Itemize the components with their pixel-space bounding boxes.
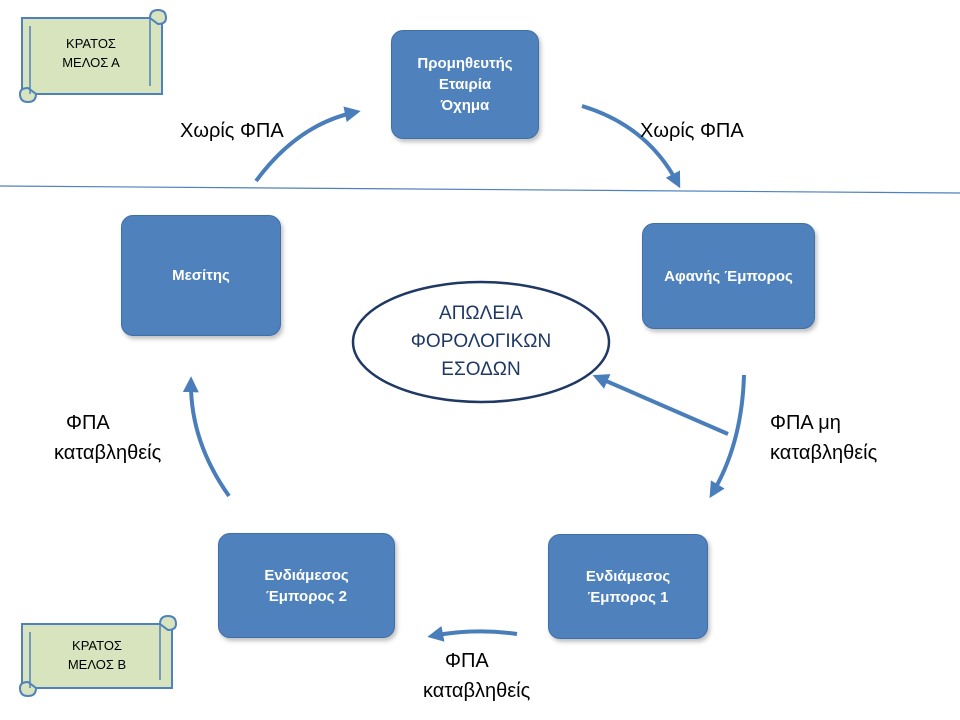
flow-label-buffer1-line2: καταβληθείς [423, 680, 531, 702]
flow-label-missing-trader-to-buffer1: ΦΠΑ μη καταβληθείς [770, 408, 877, 468]
flow-label-supplier-to-missing-trader: Χωρίς ΦΠΑ [640, 120, 744, 142]
member-state-a-line1: ΚΡΑΤΟΣ [66, 36, 116, 51]
missing-trader-label: Αφανής Έμπορος [664, 267, 793, 285]
member-state-a-label: ΚΡΑΤΟΣ ΜΕΛΟΣ Α [32, 34, 150, 72]
flow-label-broker-to-supplier: Χωρίς ΦΠΑ [180, 120, 284, 142]
member-state-a-scroll [18, 8, 168, 104]
flow-label-buffer1-line1: ΦΠΑ [445, 650, 489, 672]
supplier-line3: Όχημα [440, 97, 490, 114]
member-state-divider [0, 185, 960, 194]
tax-loss-line2: ΦΟΡΟΛΟΓΙΚΩΝ [410, 331, 552, 352]
buffer1-line2: Έμπορος 1 [587, 588, 669, 606]
member-state-b-line1: ΚΡΑΤΟΣ [72, 638, 122, 653]
arrow-supplier-to-missing-trader [581, 104, 681, 189]
tax-loss-line1: ΑΠΩΛΕΙΑ [439, 303, 523, 324]
tax-loss-line3: ΕΣΟΔΩΝ [441, 359, 521, 380]
flow-label-buffer2-to-broker: ΦΠΑ καταβληθείς [54, 408, 161, 468]
arrow-broker-to-supplier [254, 106, 361, 183]
arrow-missing-trader-to-tax-loss [592, 374, 729, 436]
supplier-line2: Εταιρία [438, 76, 492, 93]
broker-node: Μεσίτης [121, 215, 281, 336]
flow-label-buffer2-line1: ΦΠΑ [66, 412, 110, 434]
arrow-missing-trader-to-buffer1 [709, 374, 746, 499]
buffer2-node: Ενδιάμεσος Έμπορος 2 [218, 533, 395, 638]
missing-trader-node: Αφανής Έμπορος [642, 223, 815, 329]
member-state-b-label: ΚΡΑΤΟΣ ΜΕΛΟΣ Β [34, 636, 160, 674]
tax-loss-label: ΑΠΩΛΕΙΑ ΦΟΡΟΛΟΓΙΚΩΝ ΕΣΟΔΩΝ [352, 282, 610, 402]
arrow-buffer1-to-buffer2 [427, 626, 518, 642]
member-state-b-scroll [18, 614, 178, 698]
member-state-a-line2: ΜΕΛΟΣ Α [62, 55, 120, 70]
broker-label: Μεσίτης [172, 267, 230, 284]
buffer1-node: Ενδιάμεσος Έμπορος 1 [548, 534, 708, 639]
flow-label-buffer1-to-buffer2: ΦΠΑ καταβληθείς [423, 646, 530, 706]
buffer2-line2: Έμπορος 2 [266, 587, 347, 605]
flow-label-buffer2-line2: καταβληθείς [54, 442, 162, 464]
flow-label-missing-line2: καταβληθείς [770, 442, 878, 464]
flow-label-missing-line1: ΦΠΑ μη [770, 412, 841, 434]
supplier-line1: Προμηθευτής [417, 55, 513, 72]
tax-loss-ellipse [351, 280, 611, 404]
buffer1-line1: Ενδιάμεσος [585, 567, 671, 585]
arrow-buffer2-to-broker [182, 376, 231, 498]
supplier-node: Προμηθευτής Εταιρία Όχημα [391, 30, 539, 139]
member-state-b-line2: ΜΕΛΟΣ Β [67, 657, 127, 672]
buffer2-line1: Ενδιάμεσος [264, 566, 349, 584]
